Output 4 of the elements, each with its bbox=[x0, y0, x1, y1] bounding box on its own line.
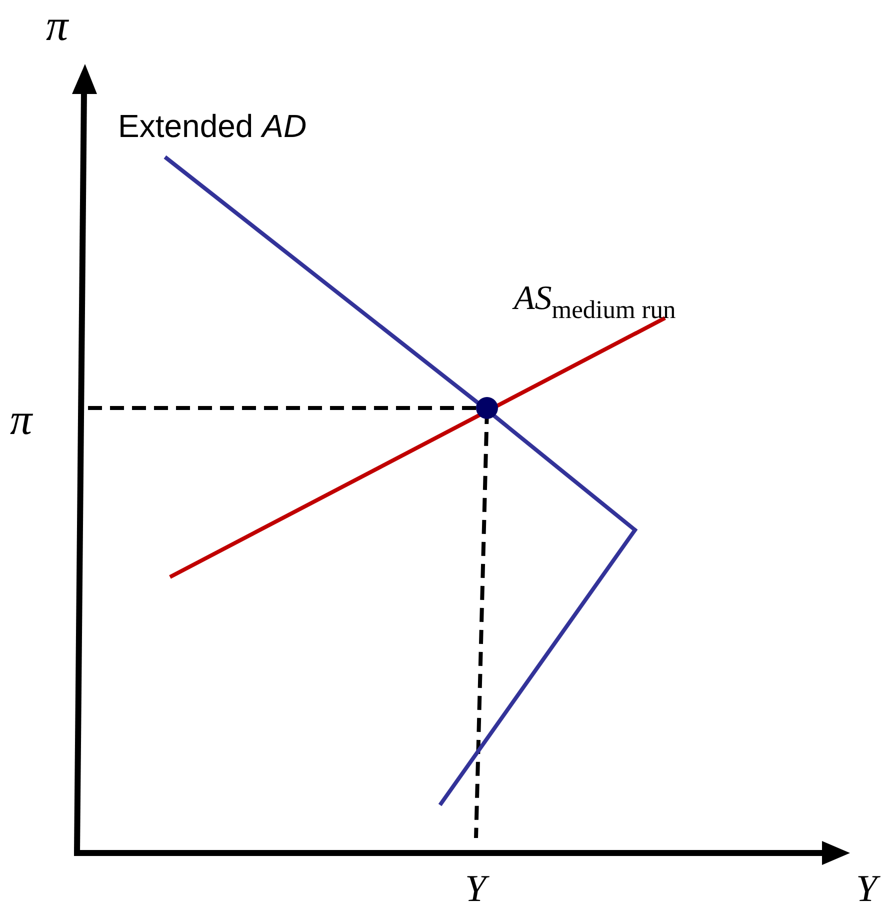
axis-label: π bbox=[46, 4, 68, 48]
curve-label: Extended AD bbox=[118, 110, 307, 142]
axis-value-label: π bbox=[10, 398, 32, 442]
curve-label: AS$_{medium run}$ bbox=[514, 282, 676, 322]
